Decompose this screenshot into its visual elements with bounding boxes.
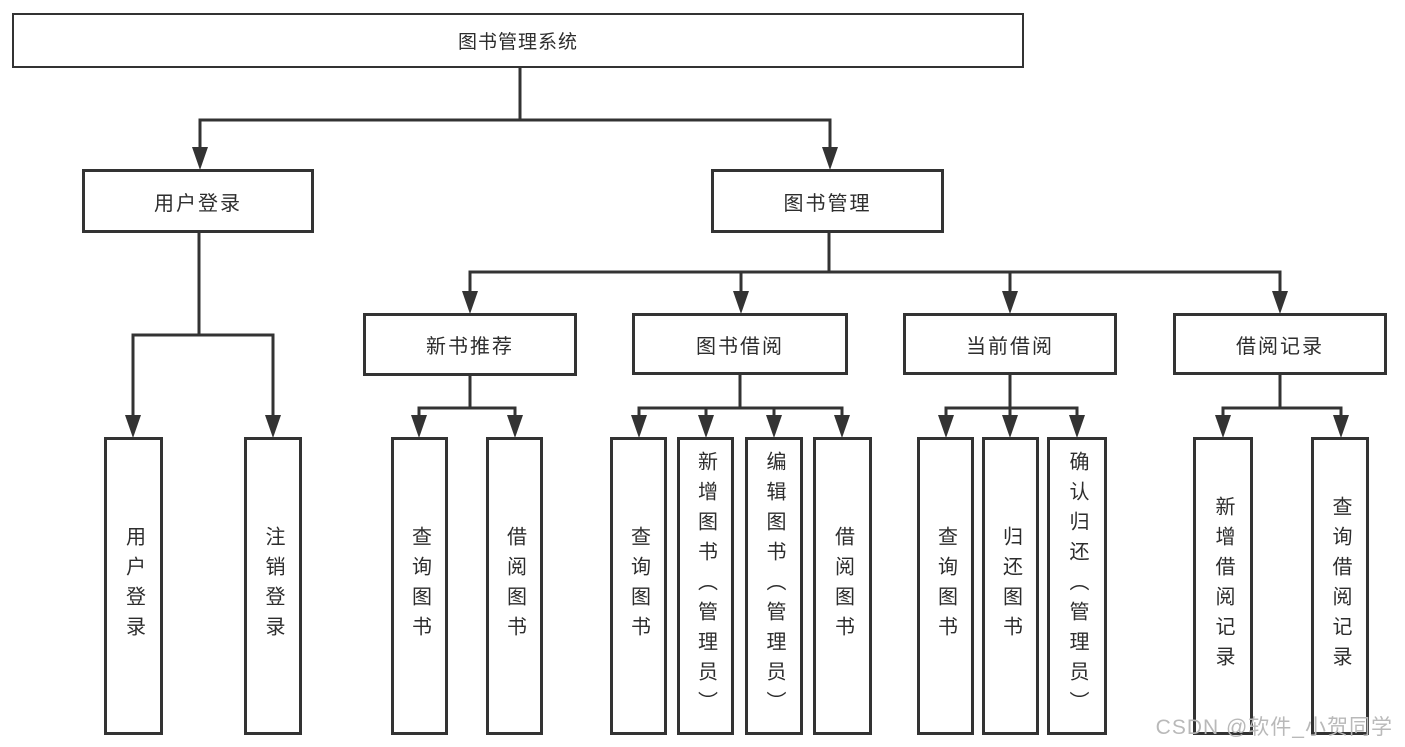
node-borrowing-records: 借阅记录 xyxy=(1173,313,1387,375)
leaf-records-add-borrow-record: 新增借阅记录 xyxy=(1193,437,1253,735)
csdn-watermark: CSDN @软件_小贺同学 xyxy=(1155,716,1393,739)
leaf-records-query-borrow-record: 查询借阅记录 xyxy=(1311,437,1369,735)
leaf-borrowing-query-books: 查询图书 xyxy=(610,437,667,735)
leaf-current-return-books: 归还图书 xyxy=(982,437,1039,735)
leaf-borrowing-add-books-admin: 新增图书（管理员） xyxy=(677,437,734,735)
leaf-current-query-books: 查询图书 xyxy=(917,437,974,735)
leaf-logout: 注销登录 xyxy=(244,437,302,735)
connector-path xyxy=(131,68,1343,416)
node-root: 图书管理系统 xyxy=(12,13,1024,68)
leaf-current-confirm-return-admin: 确认归还（管理员） xyxy=(1047,437,1107,735)
arrowheads xyxy=(125,147,1349,438)
leaf-borrowing-borrow-books: 借阅图书 xyxy=(813,437,872,735)
leaf-recommend-query-books: 查询图书 xyxy=(391,437,448,735)
node-book-borrowing: 图书借阅 xyxy=(632,313,848,375)
node-current-borrowing: 当前借阅 xyxy=(903,313,1117,375)
node-book-management: 图书管理 xyxy=(711,169,944,233)
node-user-login: 用户登录 xyxy=(82,169,314,233)
leaf-borrowing-edit-books-admin: 编辑图书（管理员） xyxy=(745,437,803,735)
node-new-book-recommendation: 新书推荐 xyxy=(363,313,577,376)
leaf-user-login: 用户登录 xyxy=(104,437,163,735)
leaf-recommend-borrow-books: 借阅图书 xyxy=(486,437,543,735)
